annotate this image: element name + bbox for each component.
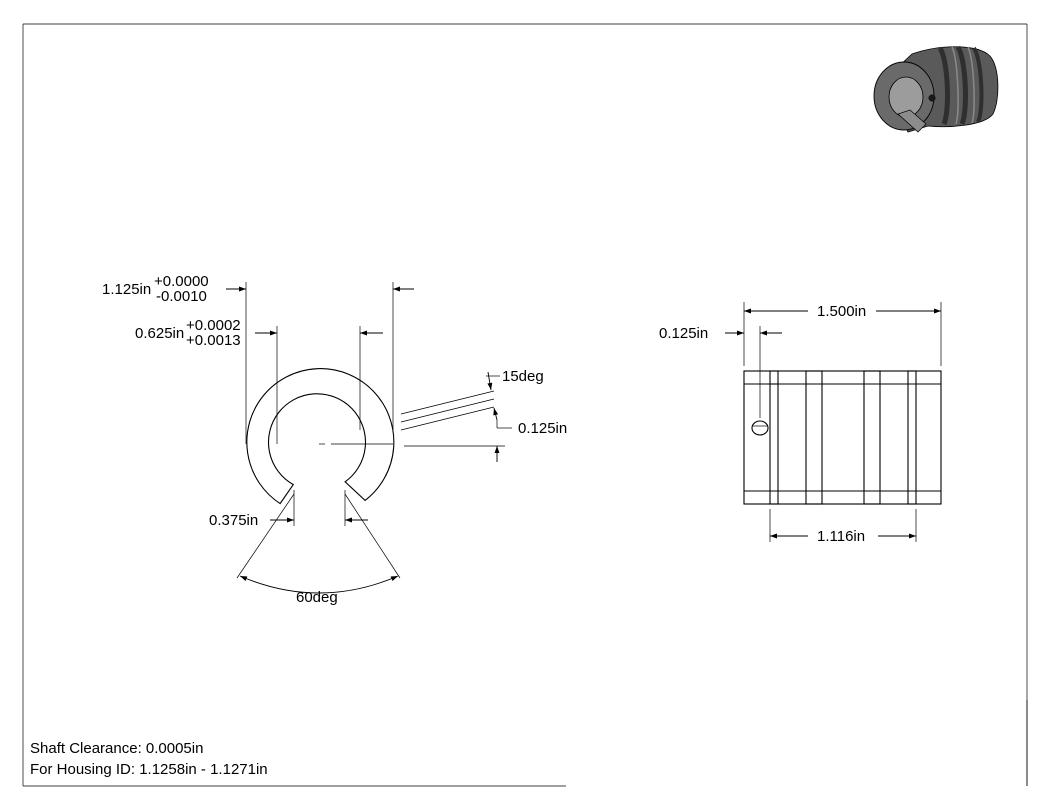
od-label: 1.125in (102, 281, 151, 298)
housing-id-note: For Housing ID: 1.1258in - 1.1271in (30, 761, 268, 778)
id-tol-plus: +0.0002 (186, 317, 241, 334)
groove-angle-label: 15deg (502, 368, 544, 385)
slot-angle-label: 60deg (296, 589, 338, 606)
length-label: 1.500in (817, 303, 866, 320)
od-tol-plus: +0.0000 (154, 273, 209, 290)
groove-span-label: 1.116in (817, 528, 865, 545)
end-offset-label: 0.125in (659, 325, 708, 342)
groove-depth-label: 0.125in (518, 420, 567, 437)
od-tol-minus: -0.0010 (156, 288, 207, 305)
id-tol-minus: +0.0013 (186, 332, 241, 349)
sheet-border (22, 23, 1028, 787)
front-view (226, 282, 512, 594)
id-label: 0.625in (135, 325, 184, 342)
shaft-clearance-note: Shaft Clearance: 0.0005in (30, 740, 204, 757)
isometric-view (873, 45, 999, 133)
side-view (725, 302, 942, 542)
slot-width-label: 0.375in (209, 512, 258, 529)
